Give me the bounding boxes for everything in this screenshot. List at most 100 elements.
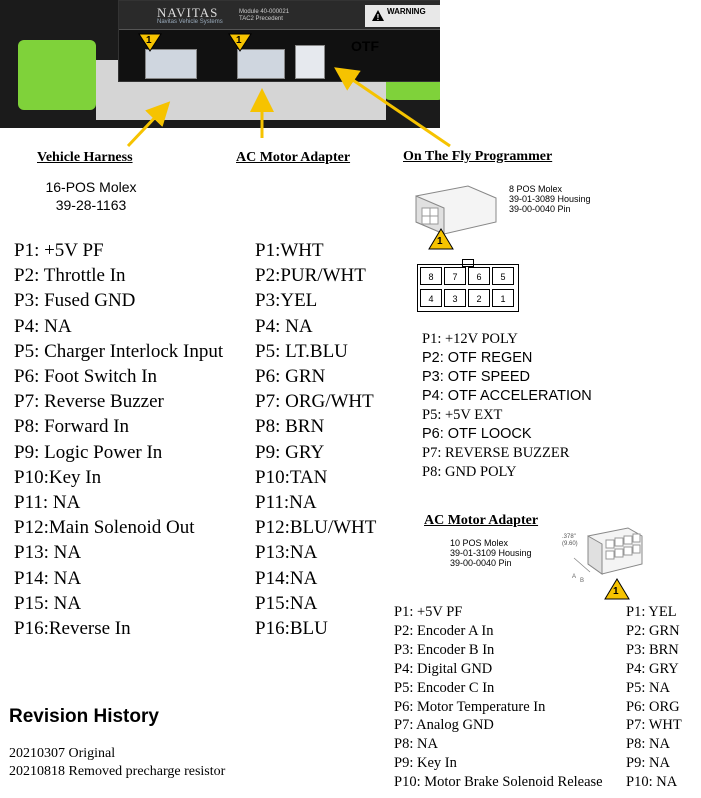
list-item: P12:BLU/WHT (255, 517, 377, 539)
list-item: P1:WHT (255, 240, 324, 261)
pin-cell: 7 (444, 267, 466, 285)
list-item: P11:NA (255, 492, 317, 514)
list-item: P7: REVERSE BUZZER (422, 445, 570, 461)
badge-1-left-number: 1 (146, 35, 152, 46)
motor-adapter-connector-drawing: A B (572, 527, 643, 584)
otf-spec: 8 POS Molex 39-01-3089 Housing 39-00-004… (509, 184, 591, 214)
list-item: P8: NA (626, 736, 670, 753)
motor-adapter-spec-line-1: 10 POS Molex (450, 538, 509, 548)
motor-adapter-spec: 10 POS Molex 39-01-3109 Housing 39-00-00… (450, 538, 532, 568)
list-item: P6: Motor Temperature In (394, 698, 546, 715)
list-item: P8: NA (394, 736, 438, 753)
otf-connector-drawing (415, 185, 497, 235)
list-item: P16:BLU (255, 618, 328, 640)
otf-badge-number: 1 (437, 236, 443, 247)
list-item: P15: NA (14, 592, 82, 614)
motor-adapter-spec-line-2: 39-01-3109 Housing (450, 548, 532, 558)
list-item: P1: +12V POLY (422, 331, 518, 347)
motor-adapter-pin-list: P1: +5V PF P2: Encoder A In P3: Encoder … (394, 603, 603, 792)
warning-triangle-icon: ! (372, 10, 384, 22)
list-item: P2: Encoder A In (394, 622, 494, 639)
motor-adapter-connector (237, 49, 285, 79)
list-item: P10: NA (626, 774, 678, 791)
list-item: P5: Charger Interlock Input (14, 340, 224, 362)
pin-cell: 3 (444, 289, 466, 307)
pin-cell: 8 (420, 267, 442, 285)
list-item: P9: NA (626, 755, 670, 772)
list-item: P5: LT.BLU (255, 340, 348, 362)
list-item: P8: BRN (255, 416, 325, 438)
pin-cell: 4 (420, 289, 442, 307)
list-item: P3: Encoder B In (394, 641, 495, 658)
otf-grid-latch (462, 259, 474, 267)
list-item: P10:Key In (14, 466, 102, 488)
list-item: P9: Key In (394, 755, 457, 772)
list-item: P5: Encoder C In (394, 679, 495, 696)
otf-badge-icon (428, 228, 454, 250)
revision-history-list: 20210307 Original 20210818 Removed prech… (9, 745, 225, 781)
list-item: P12:Main Solenoid Out (14, 517, 195, 539)
list-item: P13:NA (255, 542, 318, 564)
model-line-2: TAC2 Precedent (239, 16, 283, 22)
pin-cell: 1 (492, 289, 514, 307)
list-item: P8: Forward In (14, 416, 130, 438)
list-item: P7: Reverse Buzzer (14, 391, 164, 413)
list-item: P6: OTF LOOCK (422, 426, 532, 442)
motor-adapter-spec-line-3: 39-00-0040 Pin (450, 558, 512, 568)
list-item: 20210818 Removed precharge resistor (9, 764, 226, 779)
warning-text: WARNING (387, 7, 426, 16)
motor-adapter-badge-number: 1 (613, 586, 619, 597)
list-item: P8: GND POLY (422, 464, 517, 480)
model-text: Module 40-000021 TAC2 Precedent (239, 9, 289, 23)
motor-adapter-badge-icon (604, 578, 630, 600)
otf-spec-line-2: 39-01-3089 Housing (509, 194, 591, 204)
vehicle-harness-color-list: P1:WHT P2:PUR/WHT P3:YEL P4: NA P5: LT.B… (255, 238, 376, 641)
list-item: P14: NA (14, 567, 82, 589)
svg-text:A: A (572, 574, 576, 580)
vehicle-harness-connector (145, 49, 197, 79)
otf-spec-line-1: 8 POS Molex (509, 184, 563, 194)
list-item: P5: NA (626, 679, 670, 696)
list-item: P2: GRN (626, 622, 680, 639)
list-item: P6: ORG (626, 698, 680, 715)
list-item: P4: GRY (626, 660, 679, 677)
vehicle-harness-spec: 16-POS Molex 39-28-1163 (40, 178, 142, 214)
list-item: P11: NA (14, 492, 81, 514)
list-item: P7: Analog GND (394, 717, 494, 734)
motor-adapter-dimension: .378" (9.60) (562, 534, 578, 547)
otf-spec-line-3: 39-00-0040 Pin (509, 204, 571, 214)
brand-subtitle: Navitas Vehicle Systems (157, 19, 223, 25)
motor-adapter-color-list: P1: YEL P2: GRN P3: BRN P4: GRY P5: NA P… (626, 603, 682, 792)
list-item: P9: GRY (255, 441, 325, 463)
list-item: P10:TAN (255, 466, 328, 488)
brand-logo: NAVITAS (157, 5, 219, 20)
list-item: P7: WHT (626, 717, 682, 734)
otf-connector (295, 45, 325, 79)
list-item: P16:Reverse In (14, 618, 131, 640)
header-ac-motor-adapter: AC Motor Adapter (236, 150, 351, 165)
list-item: P6: GRN (255, 366, 326, 388)
list-item: P1: +5V PF (14, 240, 104, 261)
mounting-bracket-left (18, 40, 96, 110)
svg-text:!: ! (377, 13, 380, 22)
list-item: P13: NA (14, 542, 82, 564)
pin-cell: 2 (468, 289, 490, 307)
list-item: P1: +5V PF (394, 604, 463, 620)
list-item: P4: OTF ACCELERATION (422, 388, 592, 404)
list-item: P1: YEL (626, 604, 677, 620)
svg-text:B: B (580, 578, 584, 584)
list-item: P3: BRN (626, 641, 679, 658)
otf-pin-list: P1: +12V POLY P2: OTF REGEN P3: OTF SPEE… (422, 330, 592, 482)
list-item: P5: +5V EXT (422, 407, 503, 423)
arrow-vehicle-harness (126, 101, 171, 148)
list-item: P4: Digital GND (394, 660, 493, 677)
list-item: P4: NA (14, 315, 72, 337)
list-item: P3: Fused GND (14, 290, 136, 312)
list-item: P2: OTF REGEN (422, 350, 533, 366)
list-item: 20210307 Original (9, 746, 116, 761)
badge-1-right-icon (228, 33, 252, 52)
otf-label: OTF (351, 38, 379, 54)
header-ac-motor-adapter-2: AC Motor Adapter (424, 513, 539, 528)
callout-arrows (126, 67, 451, 148)
list-item: P3: OTF SPEED (422, 369, 530, 385)
